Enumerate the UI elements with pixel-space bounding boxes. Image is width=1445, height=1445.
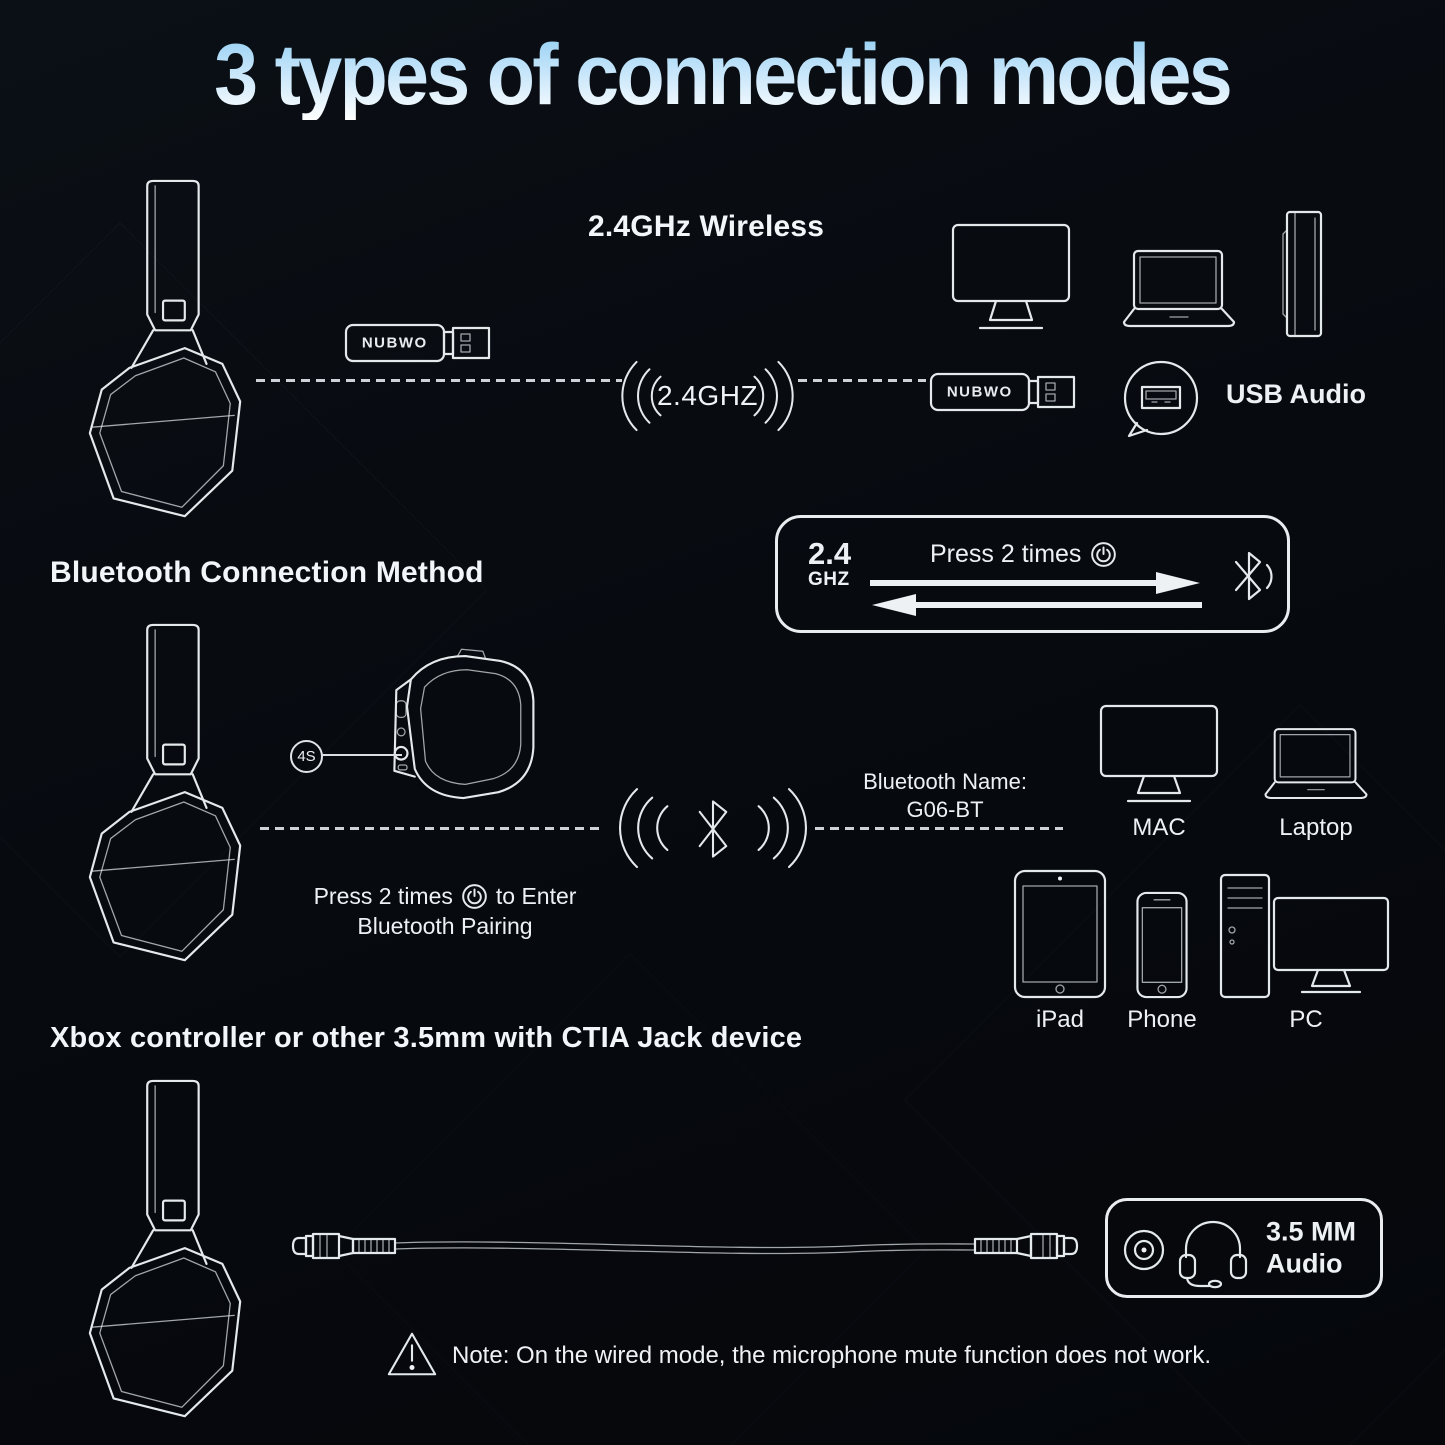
dashed-connector	[815, 827, 1063, 830]
earcup-detail-illustration	[372, 645, 547, 813]
signal-frequency-label: 2.4GHZ	[656, 380, 759, 411]
warning-icon	[385, 1328, 439, 1380]
pairing-instruction: Press 2 times to Enter Bluetooth Pairing	[300, 882, 590, 942]
bluetooth-heading: Bluetooth Connection Method	[50, 556, 484, 589]
power-icon	[1090, 541, 1117, 568]
dashed-connector	[260, 827, 605, 830]
laptop-icon	[1260, 724, 1372, 804]
pc-icon	[1218, 872, 1394, 1002]
press-label: Press 2 times	[930, 540, 1082, 568]
headphone-illustration	[68, 622, 266, 978]
mac-icon	[1098, 703, 1220, 807]
monitor-icon	[950, 222, 1072, 334]
aux-audio-label: 3.5 MM Audio	[1266, 1216, 1357, 1279]
dashed-connector	[256, 379, 622, 382]
usb-dongle-icon: NUBWO	[928, 366, 1078, 418]
callout-badge-4s: 4S	[290, 740, 323, 773]
wired-heading: Xbox controller or other 3.5mm with CTIA…	[50, 1022, 803, 1054]
aux-jack-icon	[1120, 1226, 1168, 1274]
frequency-label: 2.4 GHZ	[808, 536, 852, 590]
usb-dongle-icon: NUBWO	[343, 317, 493, 369]
page-title-text: 3 types of connection modes	[214, 27, 1234, 123]
headphone-illustration	[68, 1078, 266, 1434]
device-label-pc: PC	[1289, 1006, 1323, 1033]
wireless-heading: 2.4GHz Wireless	[588, 210, 825, 243]
device-label-laptop: Laptop	[1279, 814, 1353, 841]
headset-icon	[1172, 1213, 1254, 1289]
aux-audio-box: 3.5 MM Audio	[1105, 1198, 1383, 1298]
pairing-press-label: Press 2 times	[313, 883, 453, 909]
dongle-brand-label: NUBWO	[361, 334, 428, 352]
dashed-connector	[798, 379, 926, 382]
usb-port-icon	[1120, 358, 1204, 442]
arrow-swap-icon	[870, 570, 1202, 618]
phone-icon	[1134, 890, 1190, 1000]
bluetooth-name-label: Bluetooth Name:	[863, 769, 1027, 794]
device-label-phone: Phone	[1127, 1006, 1197, 1033]
power-icon	[461, 883, 488, 910]
ipad-icon	[1012, 868, 1108, 1000]
laptop-icon	[1118, 248, 1240, 330]
wireless-signal-icon: 2.4GHZ	[620, 352, 795, 440]
headphone-illustration	[68, 178, 266, 534]
mode-switch-box: 2.4 GHZ Press 2 times	[775, 515, 1290, 633]
bluetooth-icon	[1226, 544, 1280, 608]
callout-line	[322, 754, 402, 756]
page-title: 3 types of connection modes	[0, 27, 1445, 123]
usb-audio-label: USB Audio	[1226, 379, 1366, 409]
game-console-icon	[1272, 208, 1336, 340]
wired-note: Note: On the wired mode, the microphone …	[452, 1342, 1212, 1369]
press-instruction: Press 2 times	[930, 540, 1117, 569]
aux-cable-illustration	[290, 1222, 1080, 1270]
pairing-suffix-label: to Enter	[495, 883, 577, 909]
device-label-ipad: iPad	[1035, 1006, 1085, 1033]
pairing-line2: Bluetooth Pairing	[357, 912, 533, 939]
bluetooth-name-value: G06-BT	[906, 796, 984, 822]
device-label-mac: MAC	[1132, 814, 1186, 841]
bluetooth-signal-icon	[618, 780, 808, 878]
dongle-brand-label: NUBWO	[946, 383, 1013, 401]
bluetooth-name: Bluetooth Name: G06-BT	[845, 768, 1045, 823]
